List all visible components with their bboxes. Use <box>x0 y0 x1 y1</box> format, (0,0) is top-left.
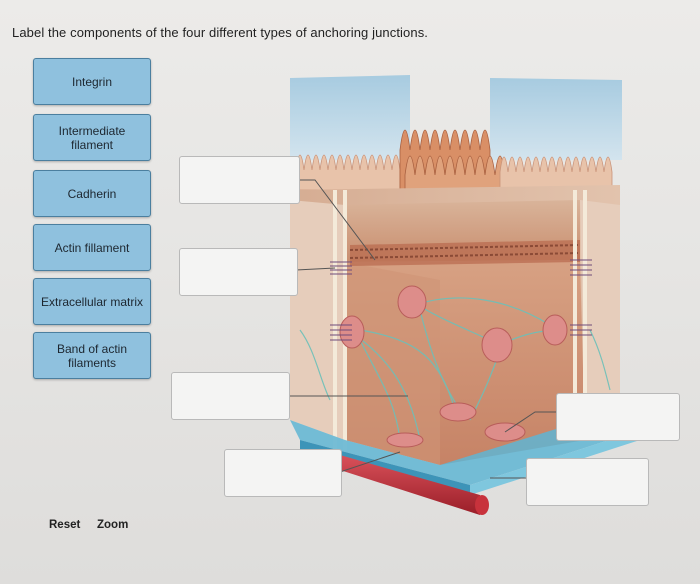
dropzone-apical-junction[interactable] <box>179 156 300 204</box>
dropzone-adherens-junction[interactable] <box>179 248 298 296</box>
dropzone-basement[interactable] <box>224 449 342 497</box>
label-tile-cadherin[interactable]: Cadherin <box>33 170 151 217</box>
zoom-button[interactable]: Zoom <box>97 519 129 531</box>
label-tile-actin-filament[interactable]: Actin fillament <box>33 224 151 271</box>
label-tile-text: Actin fillament <box>54 240 130 255</box>
label-tile-text: Integrin <box>71 74 113 89</box>
label-tile-text: Cadherin <box>67 186 117 201</box>
label-tile-extracellular-matrix[interactable]: Extracellular matrix <box>33 278 151 325</box>
desmosomes <box>339 285 568 448</box>
label-tile-intermediate-filament[interactable]: Intermediate filament <box>33 114 151 161</box>
label-tile-integrin[interactable]: Integrin <box>33 58 151 105</box>
label-tile-text: Extracellular matrix <box>40 294 144 309</box>
dropzone-integrin[interactable] <box>526 458 649 506</box>
microvilli <box>295 129 613 201</box>
dropzone-hemidesmosome[interactable] <box>556 393 680 441</box>
dropzone-desmosome[interactable] <box>171 372 290 420</box>
junction-links <box>330 259 592 341</box>
lumen-background <box>290 75 622 160</box>
leader-lines <box>288 179 556 479</box>
label-tile-text: Intermediate filament <box>58 123 126 152</box>
question-prompt: Label the components of the four differe… <box>12 25 429 40</box>
label-tile-text: Band of actin filaments <box>56 341 128 370</box>
blood-vessel <box>340 455 489 515</box>
label-tile-band-of-actin-filaments[interactable]: Band of actin filaments <box>33 332 151 379</box>
reset-button[interactable]: Reset <box>49 519 81 531</box>
cell-membranes <box>333 190 587 450</box>
